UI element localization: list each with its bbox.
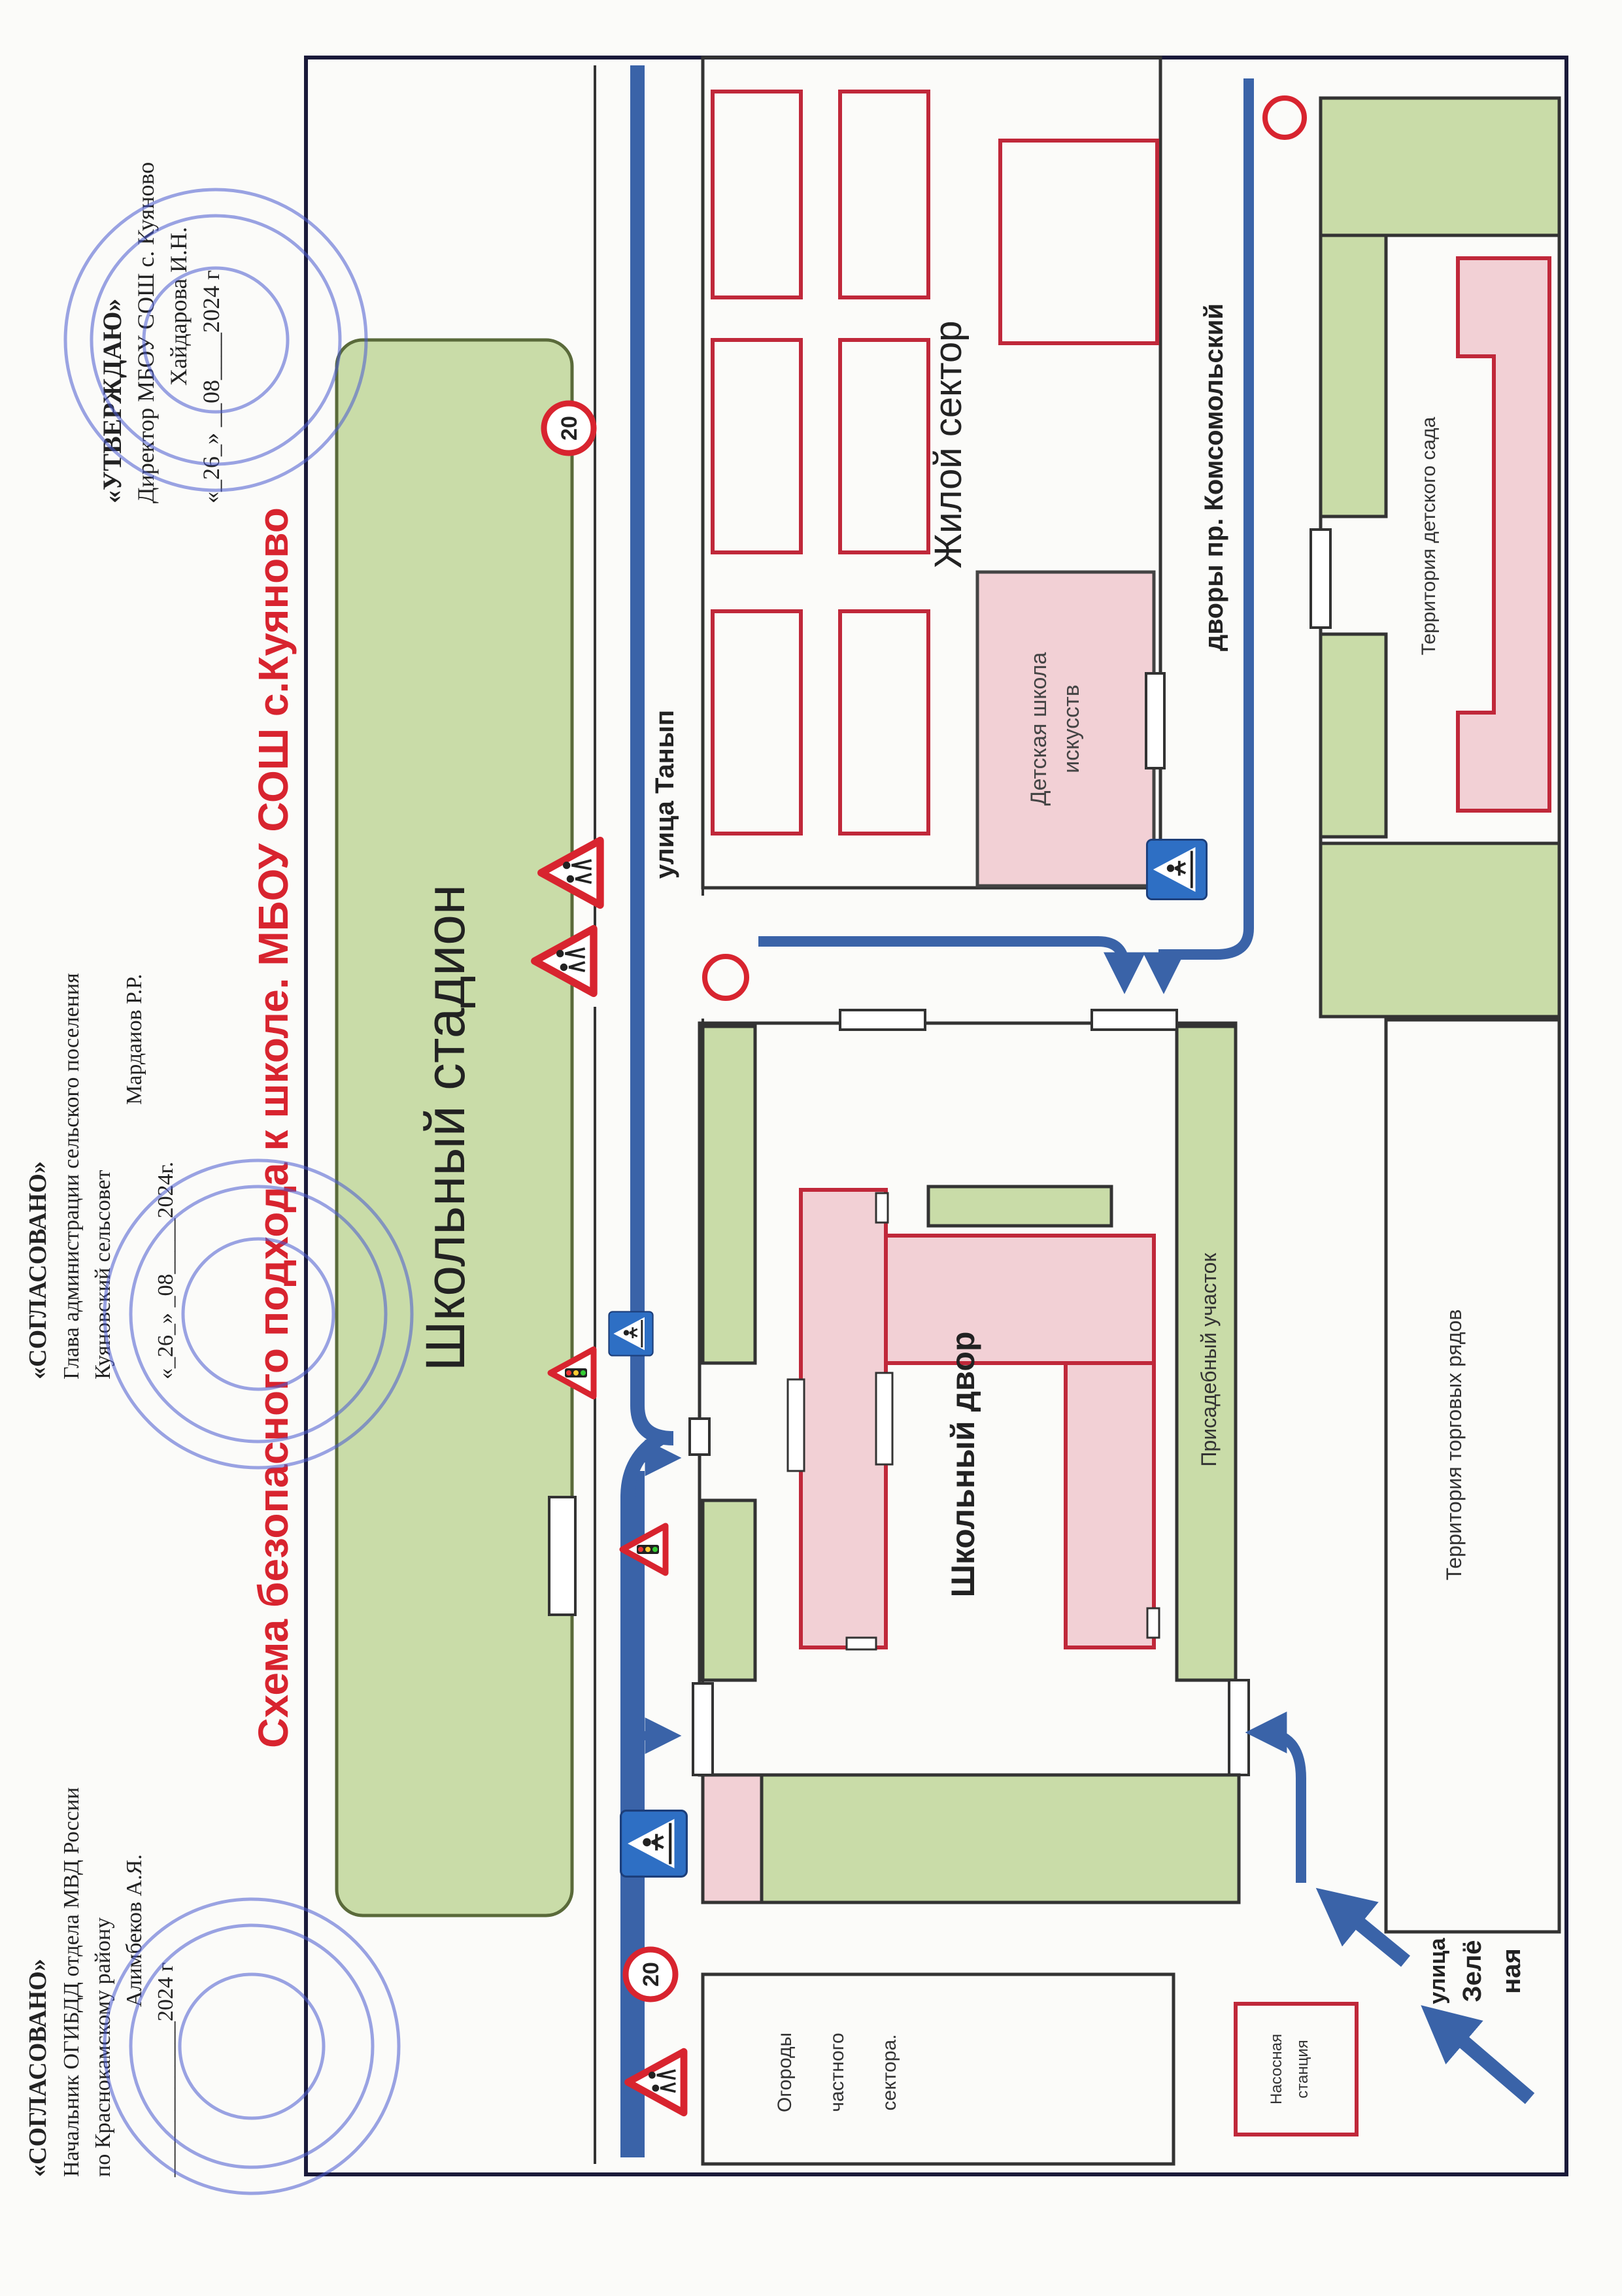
map-title: Схема безопасного подхода к школе. МБОУ …: [250, 507, 297, 1748]
approval-block-administration: «СОГЛАСОВАНО» Глава администрации сельск…: [24, 973, 178, 1379]
kindergarten-green-areas: [1319, 96, 1561, 1019]
stadium-label: Школьный стадион: [414, 885, 476, 1372]
speed-limit-value: 20: [639, 1962, 664, 1987]
zelenaya-label-2: Зелё: [1458, 1940, 1487, 2002]
market-territory: [1384, 1018, 1561, 1934]
road-komsomolsky: [1143, 78, 1254, 994]
private-gardens-label-1: Огороды: [774, 2033, 796, 2112]
residential-houses: [711, 90, 1159, 836]
school-yard-gate-top-2: [1090, 1009, 1178, 1031]
road-zelenaya-arrow: [1421, 2005, 1535, 2104]
speed-limit-sign: 20: [544, 403, 594, 453]
school-yard-label: Школьный двор: [945, 1332, 981, 1598]
kindergarten-gate: [1309, 528, 1332, 629]
kindergarten-building: [1456, 256, 1551, 813]
approval-block-traffic-police: «СОГЛАСОВАНО» Начальник ОГИБДД отдела МВ…: [24, 1787, 178, 2178]
seal-stamp: [103, 1158, 414, 1470]
private-gardens-block: [701, 1972, 1175, 2166]
school-yard-green-1: [701, 1024, 757, 1365]
pedestrian-crossing-sign: [621, 1811, 687, 1877]
school-yard-gate-left: [688, 1417, 711, 1456]
seal-stamp: [103, 1897, 401, 2195]
school-yard-gate-bottom: [1228, 1679, 1250, 1776]
approval-block-director: «УТВЕРЖДАЮ» Директор МБОУ СОШ с. Куяново…: [97, 162, 224, 503]
school-yard-green-2: [701, 1498, 757, 1682]
market-label: Территория торговых рядов: [1442, 1309, 1466, 1581]
art-school-building: [975, 570, 1156, 888]
school-entry-arrow: [1245, 1712, 1306, 1883]
approval-name: Мардаиов Р.Р.: [122, 974, 146, 1105]
stadium-gate: [548, 1496, 577, 1616]
school-yard-gate-top-1: [839, 1009, 926, 1031]
approval-line: Начальник ОГИБДД отдела МВД России: [59, 1787, 84, 2177]
pumping-station-label-1: Насосная: [1268, 2034, 1285, 2104]
school-garden-pink: [701, 1773, 764, 1904]
road-zelenaya-arrow-2: [1315, 1887, 1410, 1967]
residential-label: Жилой сектор: [927, 321, 970, 569]
private-gardens-label-2: частного: [826, 2033, 848, 2112]
pedestrian-crossing-sign: [1145, 838, 1208, 901]
approval-date: «_26_» __08____2024 г: [198, 270, 224, 503]
school-doors: [786, 1192, 1160, 1651]
art-school-label: Детская школа: [1026, 652, 1051, 806]
komsomolsky-label: дворы пр. Комсомольский: [1200, 303, 1228, 651]
zelenaya-label-3: ная: [1497, 1948, 1526, 1994]
speed-limit-sign: 20: [626, 1950, 675, 1999]
no-entry-sign: [702, 954, 749, 1001]
school-garden-gate: [692, 1682, 714, 1776]
approval-heading: «УТВЕРЖДАЮ»: [97, 299, 127, 503]
speed-limit-value: 20: [557, 416, 582, 441]
tanyp-street-label: улица Танып: [650, 710, 679, 879]
seal-stamp: [63, 188, 368, 492]
school-stadium: [335, 338, 574, 1917]
road-tanyp-to-school-arrow: [758, 936, 1145, 994]
art-school-gate: [1145, 672, 1166, 769]
private-gardens-label-3: сектора.: [879, 2034, 900, 2111]
school-garden-bed: [701, 1773, 1241, 1904]
pumping-station-label-2: станция: [1294, 2040, 1311, 2098]
approval-line: Глава администрации сельского поселения: [59, 973, 84, 1379]
approval-heading: «СОГЛАСОВАНО»: [24, 1959, 52, 2177]
approval-name: Хайдарова И.Н.: [165, 227, 192, 386]
kindergarten-label: Территория детского сада: [1418, 416, 1440, 655]
school-yard-green-3: [1175, 1024, 1238, 1682]
school-yard-green-4: [926, 1185, 1113, 1228]
approval-date: «_26_» _08_____2024г.: [154, 1162, 178, 1379]
approval-name: Алимбеков А.Я.: [122, 1854, 146, 2007]
no-entry-sign: [1262, 95, 1307, 140]
approval-date: ______________2024 г: [154, 1963, 178, 2178]
garden-plot-label: Присадебный участок: [1197, 1253, 1221, 1467]
approval-heading: «СОГЛАСОВАНО»: [24, 1161, 52, 1379]
art-school-label-2: искусств: [1059, 684, 1084, 773]
pumping-station: [1234, 2002, 1359, 2136]
zelenaya-label-1: улица: [1425, 1937, 1450, 2004]
pedestrian-crossing-sign: [608, 1311, 654, 1357]
residential-sector-block: [701, 56, 1162, 890]
school-building: [799, 1188, 1156, 1649]
approval-line: по Краснокамскому району: [91, 1917, 115, 2177]
